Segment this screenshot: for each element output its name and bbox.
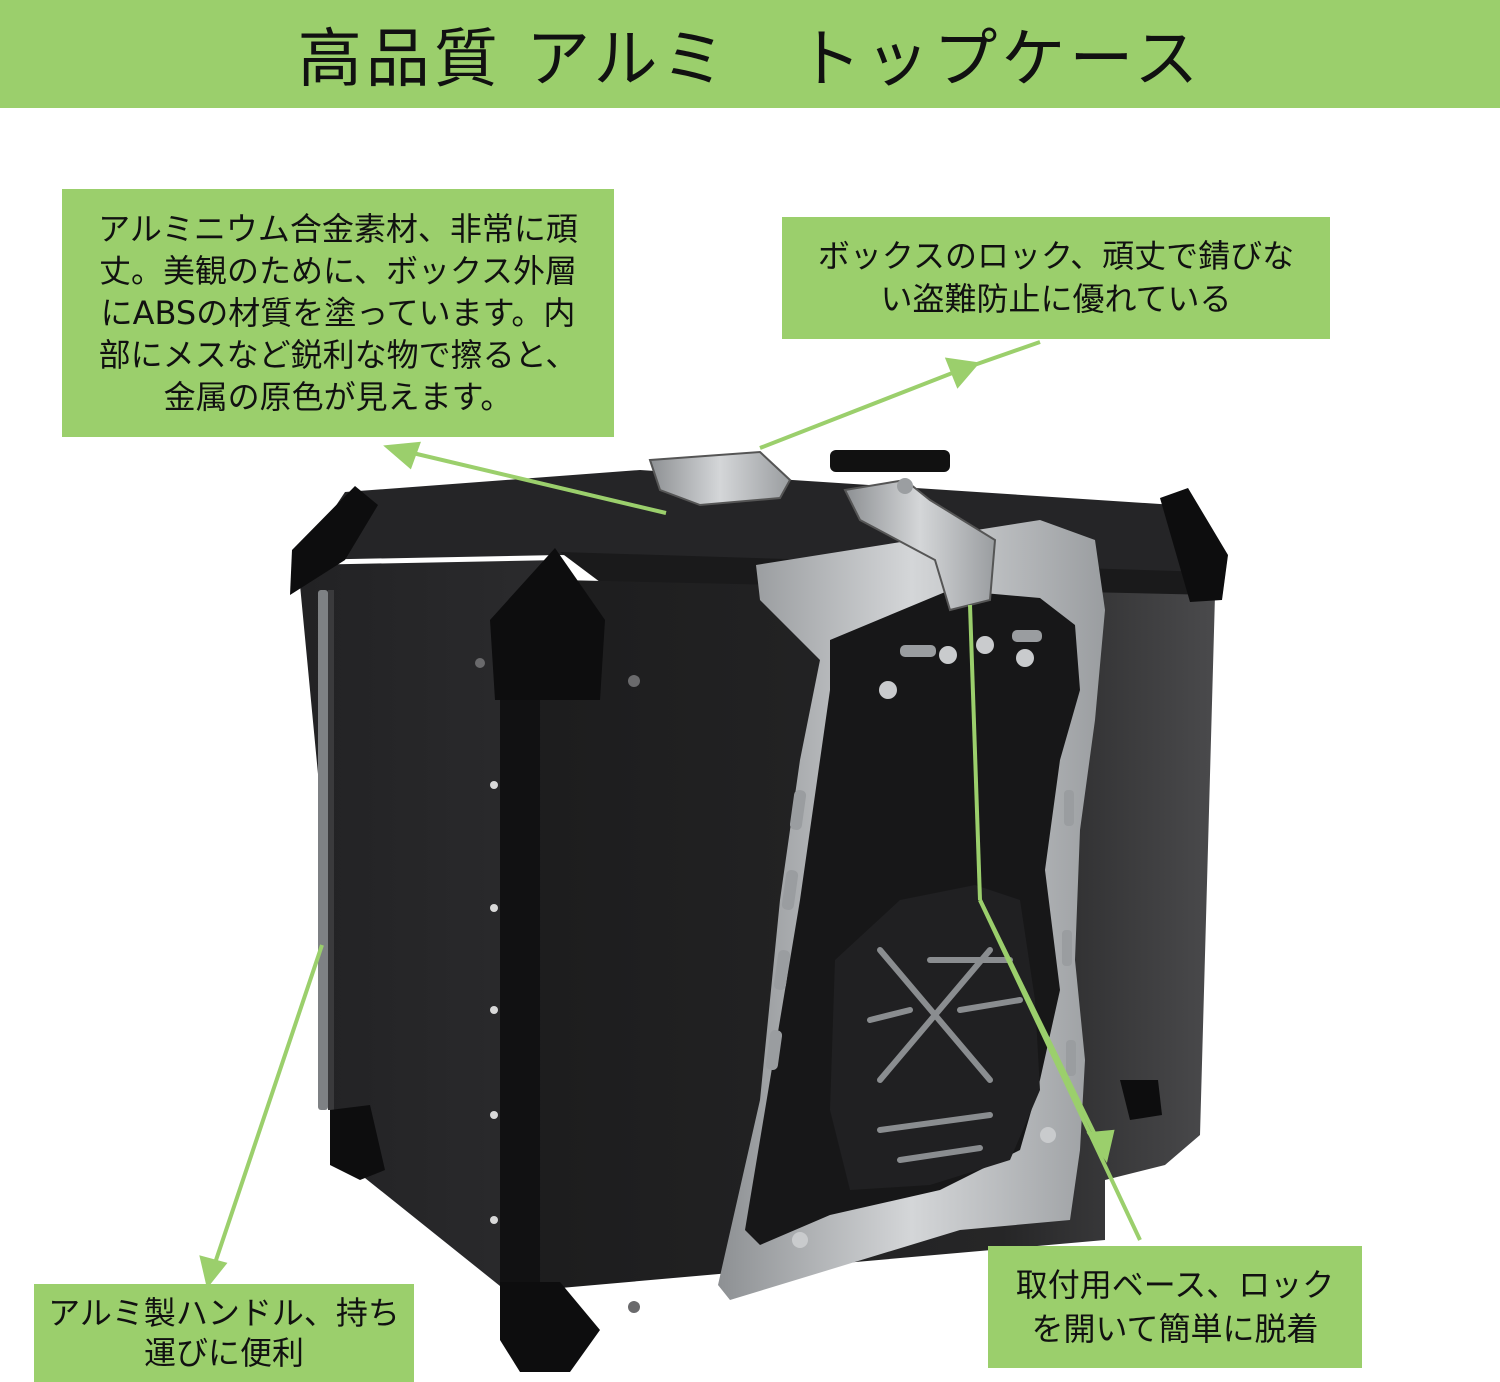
- callout-line: ボックスのロック、頑丈で錆びな: [817, 237, 1295, 275]
- callout-line: 取付用ベース、ロック: [1015, 1266, 1335, 1304]
- callout-line: い盗難防止に優れている: [880, 280, 1232, 318]
- callout-material-text: アルミニウム合金素材、非常に頑 丈。美観のために、ボックス外層 にABSの材質を…: [98, 208, 578, 418]
- callout-handle-text: アルミ製ハンドル、持ち 運びに便利: [48, 1293, 400, 1373]
- callout-lock-text: ボックスのロック、頑丈で錆びな い盗難防止に優れている: [818, 235, 1294, 321]
- callout-line: アルミ製ハンドル、持ち: [48, 1294, 400, 1332]
- arrow-base: [968, 604, 982, 901]
- page-title: 高品質 アルミ トップケース: [297, 23, 1203, 97]
- callout-line: 部にメスなど鋭利な物で擦ると、: [98, 336, 578, 374]
- callout-base-text: 取付用ベース、ロック を開いて簡単に脱着: [1016, 1263, 1334, 1351]
- handle-rail: [318, 590, 328, 1110]
- arrow-material: [399, 448, 667, 515]
- callout-line: 丈。美観のために、ボックス外層: [98, 252, 578, 290]
- callout-lock: ボックスのロック、頑丈で錆びな い盗難防止に優れている: [782, 217, 1330, 339]
- callout-handle: アルミ製ハンドル、持ち 運びに便利: [34, 1284, 414, 1382]
- callout-line: にABSの材質を塗っています。内: [100, 294, 576, 332]
- callout-line: アルミニウム合金素材、非常に頑: [98, 210, 578, 248]
- arrow-handle: [210, 944, 324, 1273]
- corner-protectors: [290, 486, 1228, 1372]
- callout-base: 取付用ベース、ロック を開いて簡単に脱着: [988, 1246, 1362, 1368]
- callout-material: アルミニウム合金素材、非常に頑 丈。美観のために、ボックス外層 にABSの材質を…: [62, 189, 614, 437]
- mounting-base-plate: [745, 590, 1080, 1248]
- title-banner: 高品質 アルミ トップケース: [0, 0, 1500, 108]
- pointer-arrows: [199, 340, 1142, 1289]
- callout-line: 金属の原色が見えます。: [163, 378, 513, 416]
- callout-line: を開いて簡単に脱着: [1031, 1310, 1319, 1348]
- lock-latches: [648, 450, 997, 612]
- callout-line: 運びに便利: [143, 1334, 304, 1372]
- arrow-lock: [759, 368, 961, 450]
